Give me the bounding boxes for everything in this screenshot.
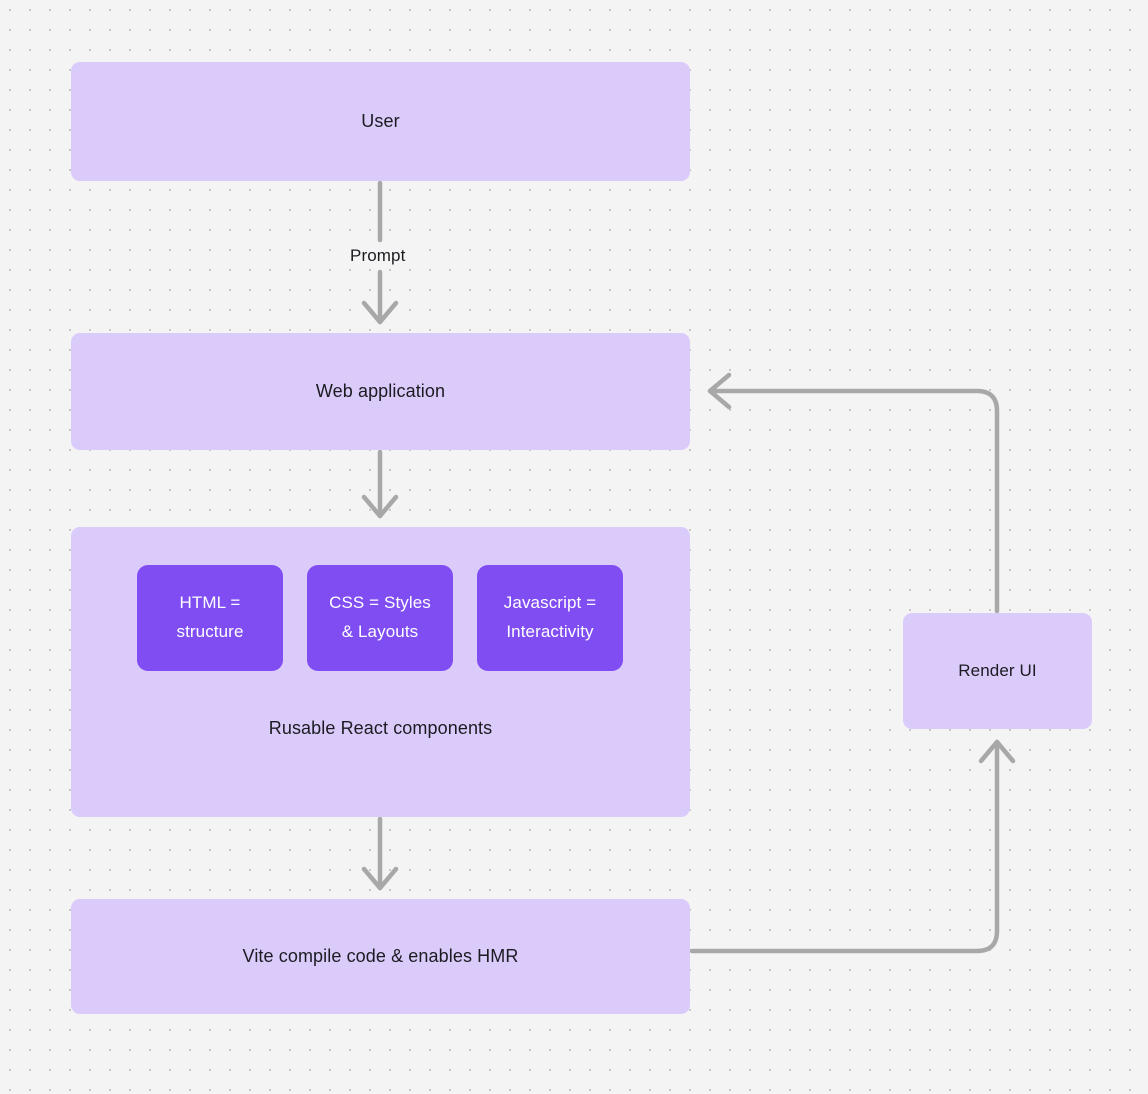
chip-javascript-label: Javascript = Interactivity [504,589,596,647]
edge-render-to-webapp [707,372,1000,614]
chip-html-line2: structure [176,622,244,641]
edge-vite-to-render [689,739,1016,954]
chip-html-label: HTML = structure [176,589,243,647]
node-render-ui-label: Render UI [958,660,1037,680]
chip-javascript[interactable]: Javascript = Interactivity [477,565,623,671]
node-web-application-label: Web application [315,380,446,401]
edge-label-prompt: Prompt [343,245,413,267]
chip-html-line1: HTML = [179,593,241,613]
chip-css-label: CSS = Styles & Layouts [329,589,431,647]
chip-html[interactable]: HTML = structure [137,565,283,671]
chip-css[interactable]: CSS = Styles & Layouts [307,565,453,671]
chip-javascript-line1: Javascript = [503,593,597,613]
chip-javascript-line2: Interactivity [506,622,594,641]
chip-css-line1: CSS = Styles [329,593,431,613]
node-reusable-react-components[interactable]: HTML = structure CSS = Styles & Layouts Ja… [71,527,690,817]
node-web-application[interactable]: Web application [71,333,690,450]
edge-components-to-vite [361,816,399,891]
node-render-ui[interactable]: Render UI [903,613,1092,729]
node-user-label: User [361,110,400,131]
node-user[interactable]: User [71,62,690,181]
edge-webapp-to-components [361,449,399,519]
node-vite-compile-label: Vite compile code & enables HMR [242,945,519,966]
chip-row: HTML = structure CSS = Styles & Layouts Ja… [71,527,690,817]
node-reusable-react-components-label: Rusable React components [268,718,493,738]
chip-css-line2: & Layouts [341,622,419,641]
node-vite-compile[interactable]: Vite compile code & enables HMR [71,899,690,1014]
